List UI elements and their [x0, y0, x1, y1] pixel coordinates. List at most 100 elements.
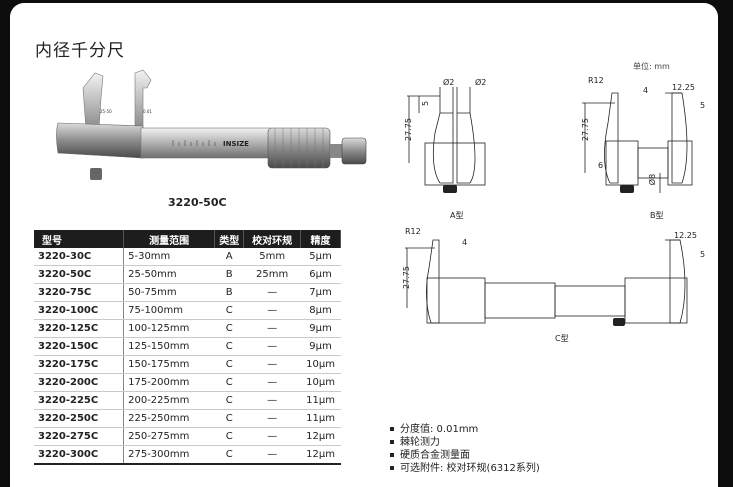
cell-accuracy: 11μm — [300, 391, 341, 410]
cell-ring: 25mm — [243, 265, 301, 284]
cell-range: 225-250mm — [123, 409, 215, 428]
cell-model: 3220-150C — [34, 337, 125, 356]
dim-a-height: 27.75 — [403, 118, 413, 141]
range-engraving: 25-50 — [100, 109, 112, 114]
cell-type: C — [214, 391, 244, 410]
cell-accuracy: 10μm — [300, 355, 341, 374]
cell-accuracy: 11μm — [300, 409, 341, 428]
cell-type: A — [214, 248, 244, 266]
catalog-sheet: 内径千分尺 单位: mm — [10, 3, 718, 487]
caption-type-b: B型 — [650, 211, 664, 220]
feature-list: 分度值: 0.01mm 棘轮测力 硬质合金测量面 可选附件: 校对环规(6312… — [390, 423, 540, 475]
diagram-type-a — [407, 87, 486, 193]
dim-c-5: 5 — [700, 250, 706, 259]
cell-type: C — [214, 301, 244, 320]
cell-accuracy: 9μm — [300, 337, 341, 356]
cell-type: C — [214, 355, 244, 374]
cell-model: 3220-225C — [34, 391, 125, 410]
cell-model: 3220-30C — [34, 248, 125, 266]
caption-type-c: C型 — [555, 334, 569, 343]
dim-b-width: 12.25 — [672, 83, 695, 92]
cell-type: B — [214, 265, 244, 284]
cell-range: 50-75mm — [123, 283, 215, 302]
cell-accuracy: 9μm — [300, 319, 341, 338]
cell-type: C — [214, 445, 244, 465]
cell-range: 275-300mm — [123, 445, 215, 465]
dim-a-right: Ø2 — [475, 78, 487, 87]
list-item: 棘轮测力 — [390, 436, 540, 449]
cell-accuracy: 12μm — [300, 445, 341, 465]
diagram-type-b — [582, 92, 693, 193]
cell-range: 25-50mm — [123, 265, 215, 284]
cell-ring: — — [243, 283, 301, 302]
cell-type: C — [214, 427, 244, 446]
header-model: 型号 — [34, 230, 125, 248]
dim-c-4: 4 — [462, 238, 468, 247]
cell-model: 3220-300C — [34, 445, 125, 465]
dim-c-width: 12.25 — [674, 231, 697, 240]
cell-range: 5-30mm — [123, 248, 215, 266]
dim-c-height: 27.75 — [401, 266, 411, 289]
dim-b-5: 5 — [700, 101, 706, 110]
dim-b-height: 27.75 — [580, 118, 590, 141]
cell-accuracy: 10μm — [300, 373, 341, 392]
cell-model: 3220-250C — [34, 409, 125, 428]
cell-type: C — [214, 337, 244, 356]
cell-range: 175-200mm — [123, 373, 215, 392]
dim-a-left: Ø2 — [443, 78, 455, 87]
page-title: 内径千分尺 — [35, 41, 125, 61]
header-range: 测量范围 — [123, 230, 216, 248]
cell-model: 3220-50C — [34, 265, 125, 284]
cell-ring: — — [243, 337, 301, 356]
cell-accuracy: 6μm — [300, 265, 341, 284]
cell-ring: — — [243, 355, 301, 374]
cell-model: 3220-100C — [34, 301, 125, 320]
brand-logo: INSIZE — [223, 140, 249, 148]
cell-range: 100-125mm — [123, 319, 215, 338]
cell-type: C — [214, 373, 244, 392]
cell-model: 3220-275C — [34, 427, 125, 446]
cell-model: 3220-125C — [34, 319, 125, 338]
resolution-engraving: 0.01 — [143, 109, 152, 114]
table-header-row: 型号 测量范围 类型 校对环规 精度 — [34, 230, 341, 248]
cell-ring: 5mm — [243, 248, 301, 266]
cell-model: 3220-175C — [34, 355, 125, 374]
dim-b-r: R12 — [588, 76, 604, 85]
cell-accuracy: 8μm — [300, 301, 341, 320]
cell-ring: — — [243, 427, 301, 446]
cell-type: B — [214, 283, 244, 302]
list-item: 硬质合金测量面 — [390, 449, 540, 462]
dim-b-dia: Ø8 — [648, 173, 658, 186]
cell-ring: — — [243, 409, 301, 428]
photo-caption: 3220-50C — [168, 196, 227, 209]
diagram-type-c — [405, 239, 688, 326]
cell-model: 3220-75C — [34, 283, 125, 302]
cell-range: 200-225mm — [123, 391, 215, 410]
unit-note: 单位: mm — [633, 62, 670, 71]
cell-range: 250-275mm — [123, 427, 215, 446]
cell-range: 125-150mm — [123, 337, 215, 356]
header-accuracy: 精度 — [300, 230, 341, 248]
cell-type: C — [214, 409, 244, 428]
cell-model: 3220-200C — [34, 373, 125, 392]
cell-ring: — — [243, 391, 301, 410]
cell-type: C — [214, 319, 244, 338]
dim-c-r: R12 — [405, 227, 421, 236]
dim-a-small: 5 — [421, 100, 431, 107]
cell-ring: — — [243, 301, 301, 320]
cell-range: 75-100mm — [123, 301, 215, 320]
caption-type-a: A型 — [450, 211, 464, 220]
